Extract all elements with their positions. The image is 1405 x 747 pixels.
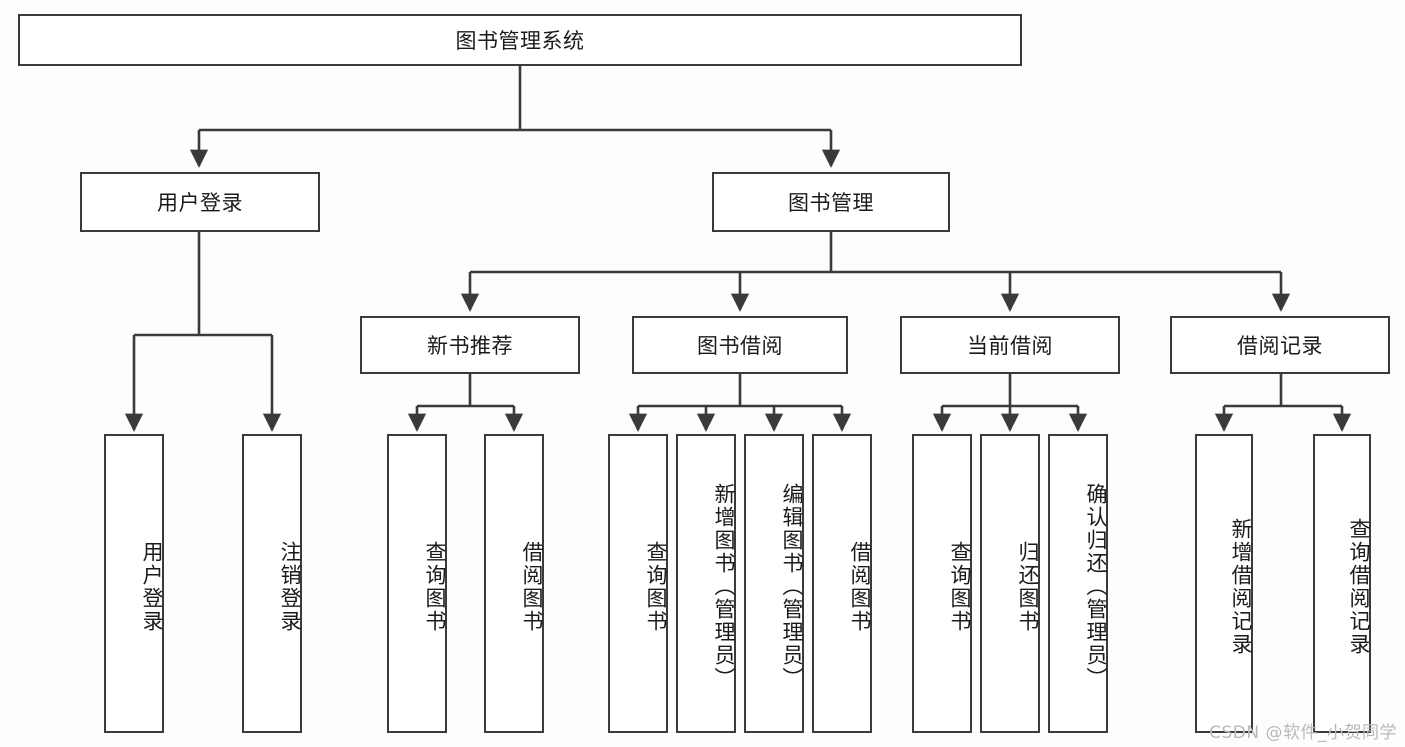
node-label: 借阅图书: [848, 540, 872, 633]
node-label: 查询图书: [948, 540, 972, 633]
node-label: 图书管理系统: [455, 29, 585, 53]
node-label: 新书推荐: [427, 334, 513, 358]
leaf-user-login-login[interactable]: 用户登录: [104, 434, 164, 733]
node-book-borrow[interactable]: 图书借阅: [632, 316, 848, 374]
node-label: 查询图书: [644, 540, 668, 633]
leaf-borrow-add-book-admin[interactable]: 新增图书（管理员）: [676, 434, 736, 733]
node-label: 图书管理: [788, 191, 874, 215]
node-label: 归还图书: [1016, 540, 1040, 633]
node-book-management[interactable]: 图书管理: [712, 172, 950, 232]
leaf-recommend-borrow-book[interactable]: 借阅图书: [484, 434, 544, 733]
node-label: 注销登录: [278, 540, 302, 633]
node-label: 查询借阅记录: [1347, 517, 1371, 656]
leaf-record-query-record[interactable]: 查询借阅记录: [1313, 434, 1371, 733]
node-label: 借阅图书: [520, 540, 544, 633]
node-label: 用户登录: [140, 540, 164, 633]
leaf-current-query-book[interactable]: 查询图书: [912, 434, 972, 733]
leaf-borrow-edit-book-admin[interactable]: 编辑图书（管理员）: [744, 434, 804, 733]
node-label: 编辑图书（管理员）: [780, 483, 804, 690]
node-label: 查询图书: [423, 540, 447, 633]
leaf-borrow-query-book[interactable]: 查询图书: [608, 434, 668, 733]
node-label: 图书借阅: [697, 334, 783, 358]
node-borrow-record[interactable]: 借阅记录: [1170, 316, 1390, 374]
node-user-login[interactable]: 用户登录: [80, 172, 320, 232]
node-label: 新增借阅记录: [1229, 517, 1253, 656]
node-label: 当前借阅: [967, 334, 1053, 358]
node-label: 用户登录: [157, 191, 243, 215]
leaf-recommend-query-book[interactable]: 查询图书: [387, 434, 447, 733]
node-label: 新增图书（管理员）: [712, 483, 736, 690]
leaf-current-confirm-return-admin[interactable]: 确认归还（管理员）: [1048, 434, 1108, 733]
node-label: 借阅记录: [1237, 334, 1323, 358]
leaf-user-login-logout[interactable]: 注销登录: [242, 434, 302, 733]
node-label: 确认归还（管理员）: [1084, 483, 1108, 690]
csdn-watermark: CSDN @软件_小贺同学: [1209, 723, 1397, 743]
leaf-borrow-borrow-book[interactable]: 借阅图书: [812, 434, 872, 733]
leaf-record-add-record[interactable]: 新增借阅记录: [1195, 434, 1253, 733]
node-root-book-management-system[interactable]: 图书管理系统: [18, 14, 1022, 66]
node-new-book-recommend[interactable]: 新书推荐: [360, 316, 580, 374]
node-current-borrow[interactable]: 当前借阅: [900, 316, 1120, 374]
leaf-current-return-book[interactable]: 归还图书: [980, 434, 1040, 733]
